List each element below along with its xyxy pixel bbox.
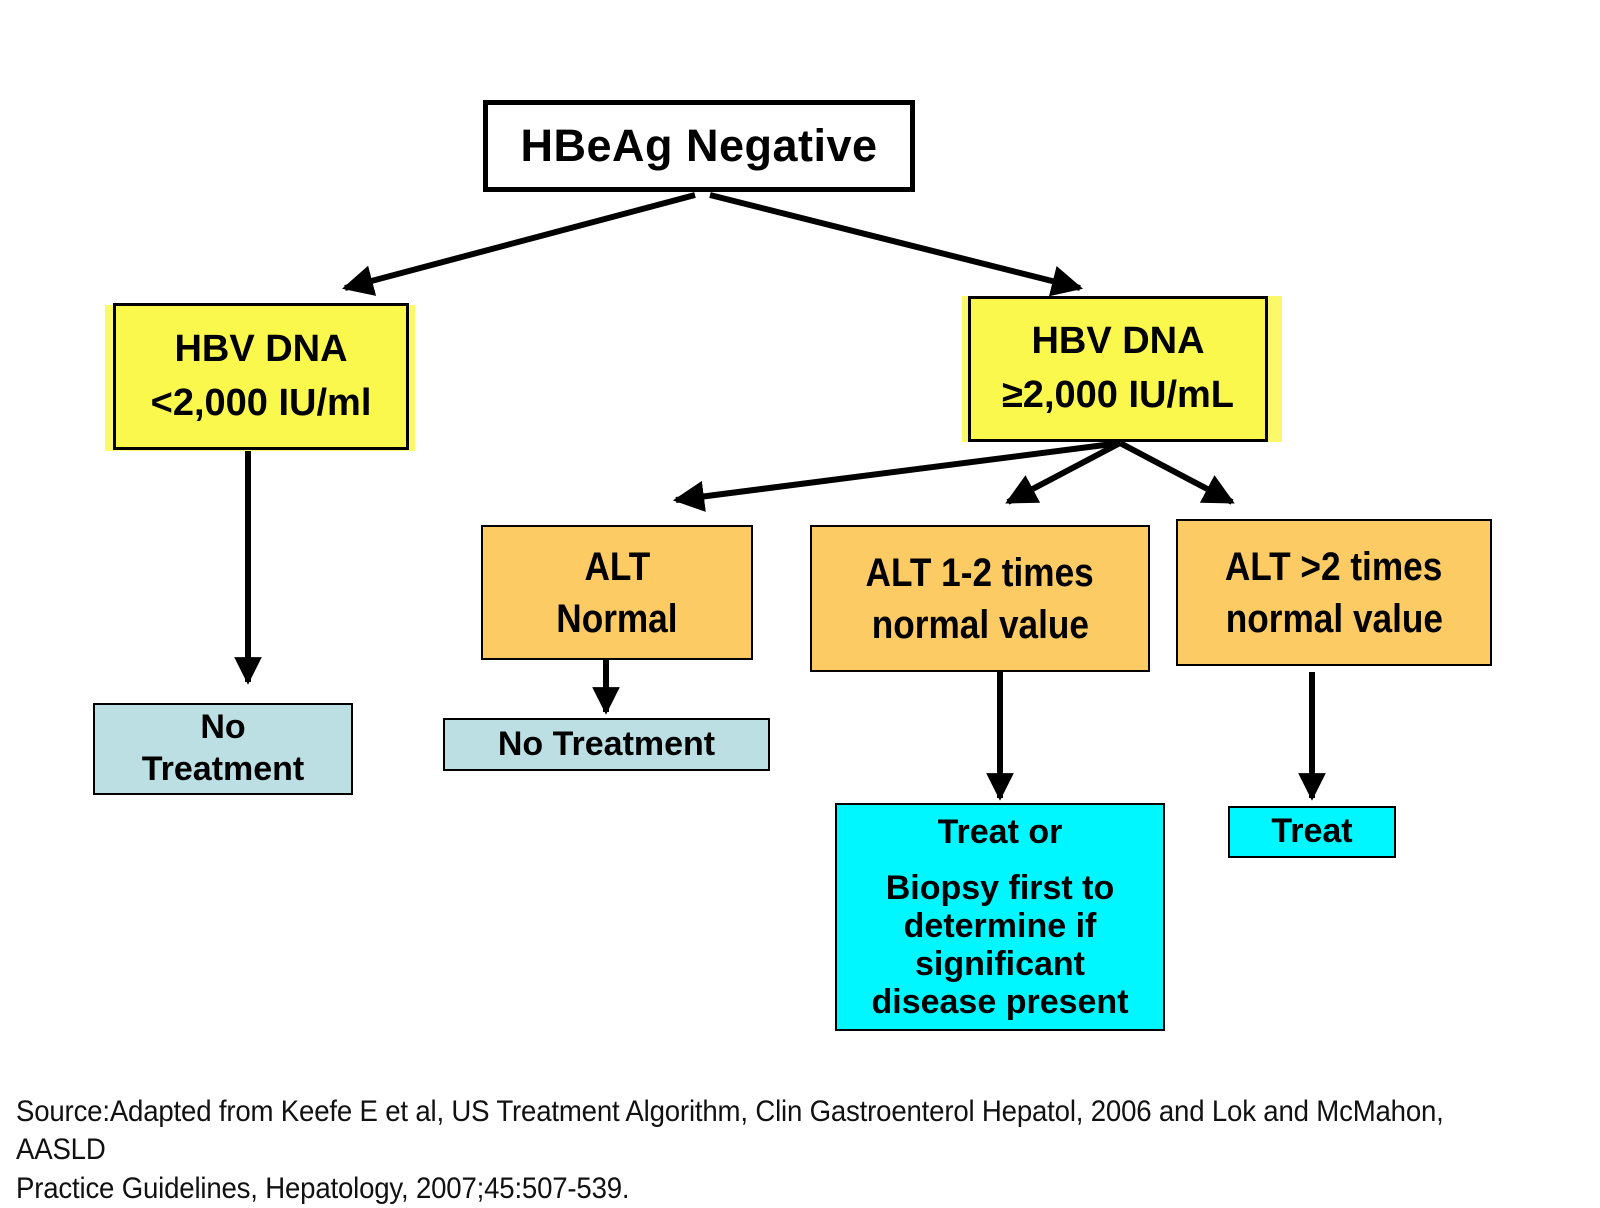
node-alt-normal[interactable]: ALT Normal — [481, 525, 753, 660]
node-hbv-dna-high[interactable]: HBV DNA ≥2,000 IU/mL — [968, 296, 1268, 442]
edge-dna-high-to-alt-1-2 — [1005, 440, 1122, 505]
node-treat-or-biopsy-line-3: determine if — [903, 906, 1097, 945]
node-no-treatment-left[interactable]: No Treatment — [93, 703, 353, 795]
node-no-treatment-mid-line-1: No Treatment — [497, 724, 716, 763]
node-hbv-dna-low-line-1: HBV DNA — [174, 327, 348, 370]
node-hbv-dna-high-line-1: HBV DNA — [1031, 320, 1205, 363]
source-citation-line-1: Source:Adapted from Keefe E et al, US Tr… — [16, 1095, 1444, 1167]
node-hbv-dna-low-line-2: <2,000 IU/ml — [150, 381, 372, 424]
source-citation: Source:Adapted from Keefe E et al, US Tr… — [16, 1093, 1586, 1208]
edge-dna-high-to-alt-gt2 — [1118, 440, 1235, 505]
node-hbeag-negative[interactable]: HBeAg Negative — [483, 100, 915, 192]
edge-root-to-dna-high — [709, 192, 1084, 297]
node-hbeag-negative-line-1: HBeAg Negative — [520, 120, 878, 172]
node-no-treatment-mid[interactable]: No Treatment — [443, 718, 770, 771]
node-alt-gt-2-times-line-1: ALT >2 times — [1225, 544, 1443, 589]
node-treat-or-biopsy-line-4: significant — [914, 945, 1086, 984]
node-treat-line-1: Treat — [1271, 812, 1353, 851]
node-treat-or-biopsy-line-2: Biopsy first to — [885, 868, 1115, 907]
node-alt-1-2-times[interactable]: ALT 1-2 times normal value — [810, 525, 1150, 672]
node-no-treatment-left-line-2: Treatment — [141, 750, 305, 788]
node-hbv-dna-low[interactable]: HBV DNA <2,000 IU/ml — [113, 303, 409, 450]
edge-root-to-dna-low — [341, 192, 696, 296]
node-alt-normal-line-1: ALT — [584, 544, 650, 589]
node-hbv-dna-high-line-2: ≥2,000 IU/mL — [1001, 374, 1235, 416]
edge-dna-high-to-alt-normal — [672, 440, 1121, 512]
node-treat-or-biopsy-line-1: Treat or — [937, 812, 1063, 851]
node-treat-or-biopsy-line-5: disease present — [871, 983, 1129, 1022]
node-alt-normal-line-2: Normal — [556, 596, 678, 641]
node-no-treatment-left-line-1: No — [200, 708, 246, 747]
node-treat[interactable]: Treat — [1228, 806, 1396, 858]
source-citation-line-2: Practice Guidelines, Hepatology, 2007;45… — [16, 1171, 630, 1205]
node-alt-gt-2-times-line-2: normal value — [1225, 596, 1443, 641]
node-alt-1-2-times-line-2: normal value — [871, 602, 1089, 647]
node-alt-1-2-times-line-1: ALT 1-2 times — [865, 550, 1095, 595]
node-treat-or-biopsy[interactable]: Treat or Biopsy first to determine if si… — [835, 803, 1165, 1031]
node-alt-gt-2-times[interactable]: ALT >2 times normal value — [1176, 519, 1492, 666]
